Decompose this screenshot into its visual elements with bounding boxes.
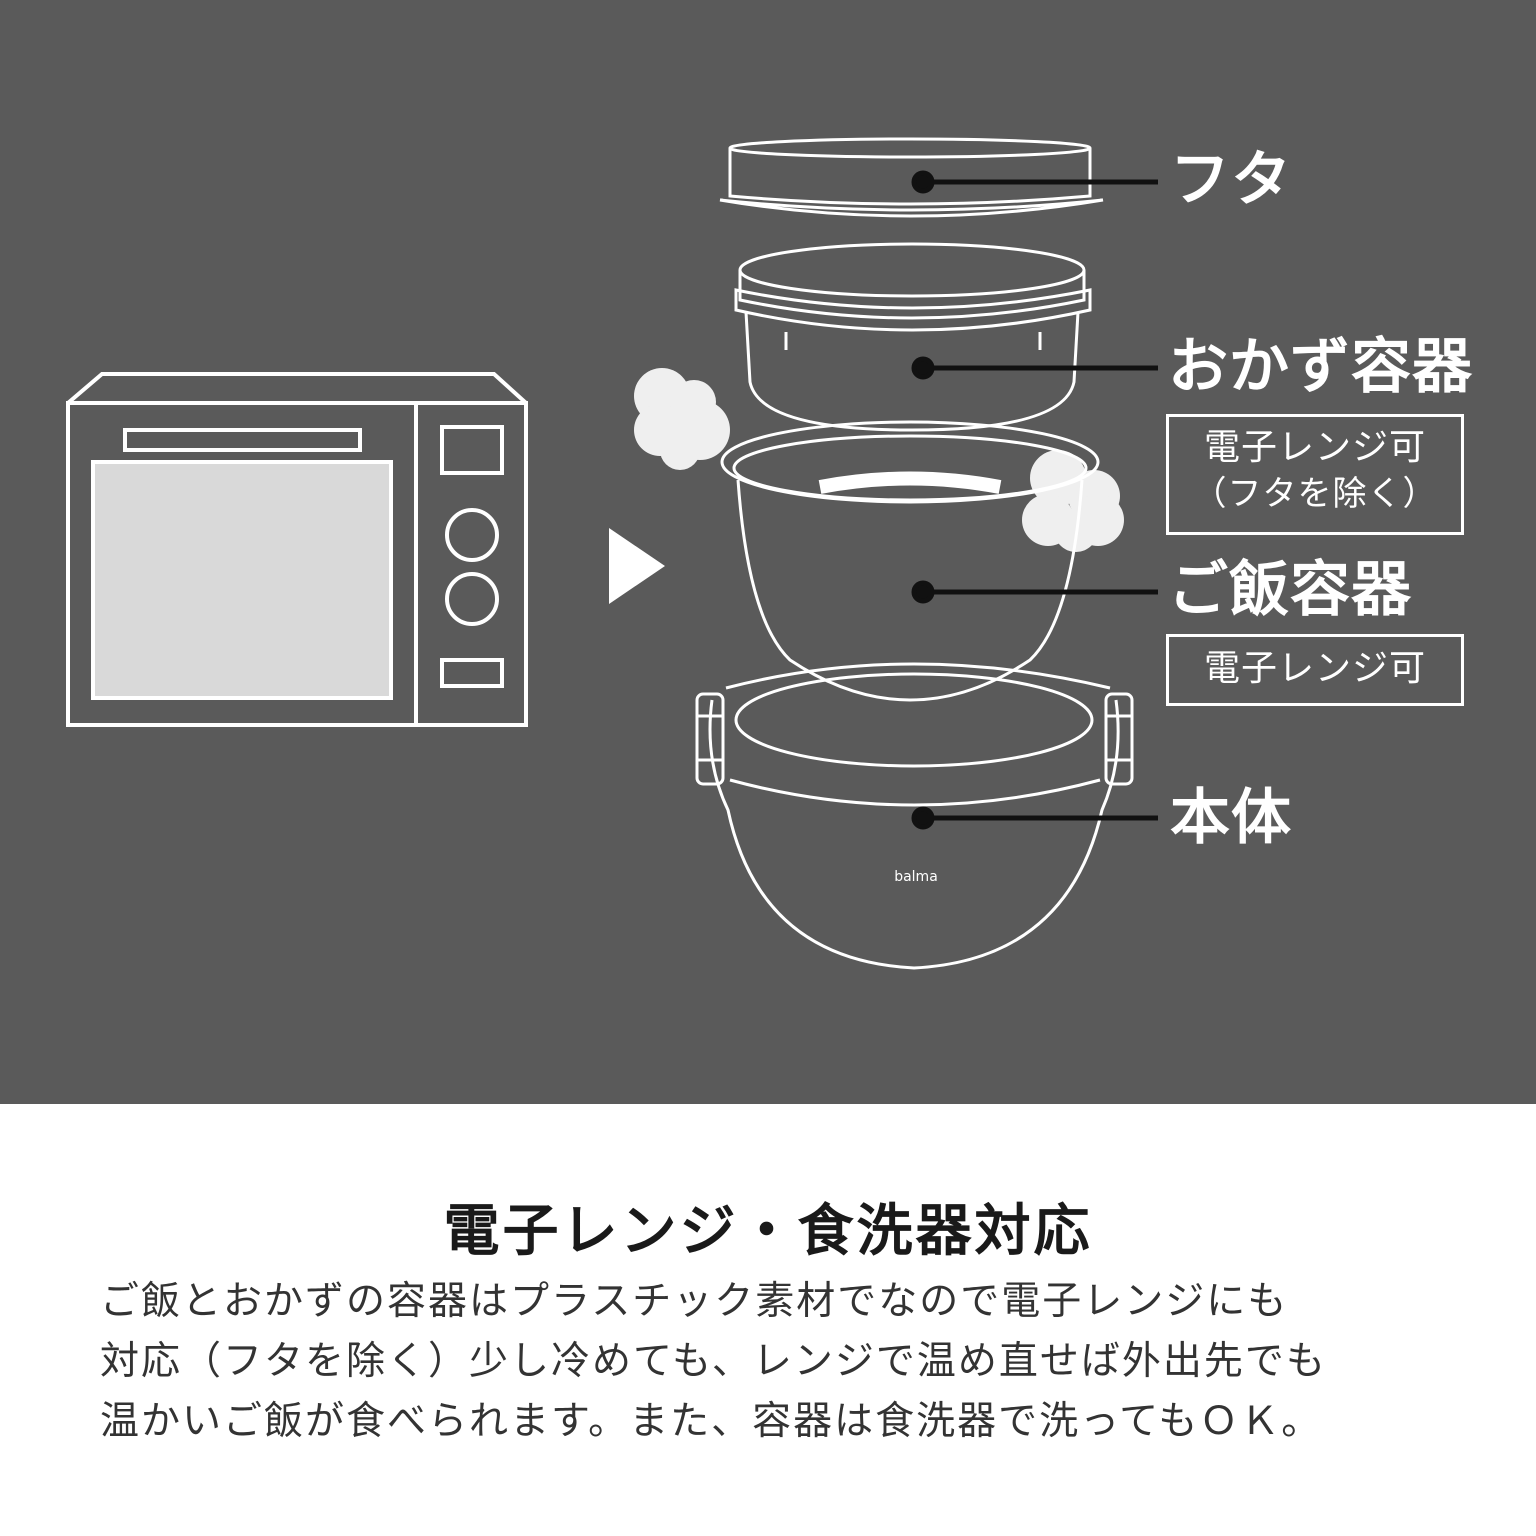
label-rice-container: ご飯容器 <box>1168 555 1412 625</box>
caption-line: ご飯とおかずの容器はプラスチック素材でなので電子レンジにも <box>100 1279 1289 1324</box>
caption-line: 温かいご飯が食べられます。また、容器は食洗器で洗ってもＯＫ。 <box>100 1399 1323 1444</box>
label-side-dish-container: おかず容器 <box>1168 332 1473 402</box>
steam-cloud-right <box>1022 450 1124 552</box>
badge-rice-microwave: 電子レンジ可 <box>1166 634 1464 706</box>
badge-side-dish-microwave: 電子レンジ可 （フタを除く） <box>1166 414 1464 535</box>
caption-heading: 電子レンジ・食洗器対応 <box>443 1199 1093 1264</box>
badge-side-dish-line2: （フタを除く） <box>1192 474 1438 514</box>
badge-side-dish-line1: 電子レンジ可 <box>1203 427 1426 468</box>
side-dish-container-shape <box>734 242 1092 432</box>
product-illustration: balma <box>66 137 1158 970</box>
illustration-panel: balma フタ おかず容器 電子レンジ可 （フタを除く） ご飯容器 電子レンジ… <box>0 0 1536 1104</box>
main-body-shape <box>695 662 1134 970</box>
steam-cloud-left <box>634 368 730 470</box>
caption-body: ご飯とおかずの容器はプラスチック素材でなので電子レンジにも 対応（フタを除く）少… <box>100 1272 1450 1452</box>
arrow-icon <box>609 528 665 604</box>
brand-mark: balma <box>894 869 938 885</box>
label-lid: フタ <box>1170 145 1292 215</box>
microwave-icon <box>66 372 528 727</box>
label-main-body: 本体 <box>1170 783 1292 853</box>
rice-container-shape <box>720 420 1100 702</box>
caption-line: 対応（フタを除く）少し冷めても、レンジで温め直せば外出先でも <box>100 1339 1327 1384</box>
leader-lines <box>911 170 1158 830</box>
lid-shape <box>719 137 1104 218</box>
caption-panel: 電子レンジ・食洗器対応 ご飯とおかずの容器はプラスチック素材でなので電子レンジに… <box>0 1104 1536 1536</box>
